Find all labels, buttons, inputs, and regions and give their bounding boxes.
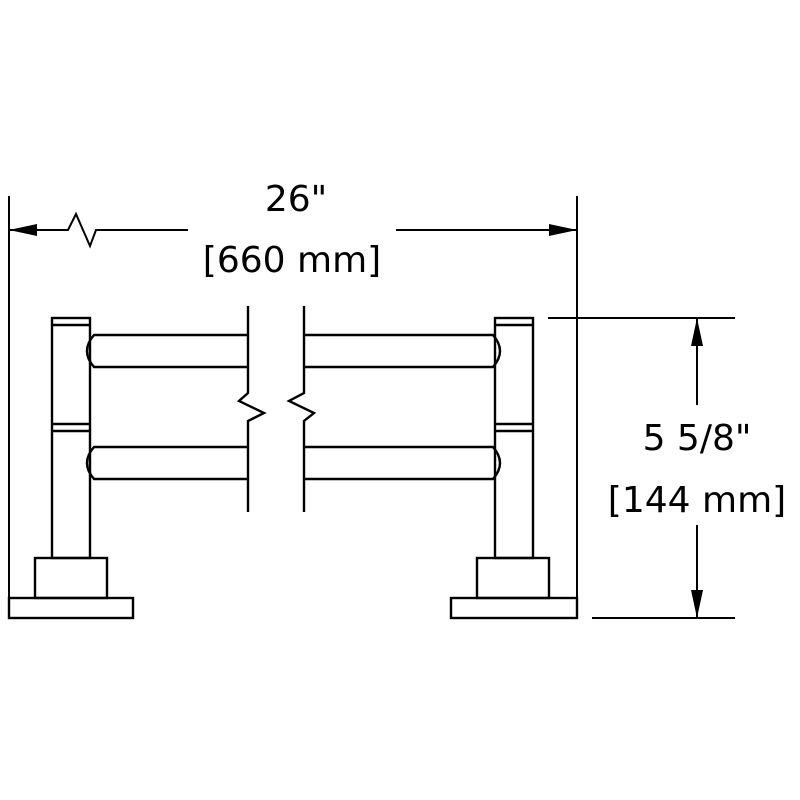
- height-dimension: 5 5/8" [144 mm]: [548, 317, 786, 619]
- break-line-left: [236, 306, 267, 512]
- upper-bar-left-segment: [85, 333, 248, 369]
- width-metric-label: [660 mm]: [203, 240, 381, 281]
- lower-bar: [85, 445, 502, 481]
- height-metric-label: [144 mm]: [608, 480, 786, 521]
- height-arrow-top: [691, 318, 703, 346]
- left-base-collar: [33, 556, 109, 600]
- width-arrow-left: [9, 224, 37, 236]
- width-dimension: 26" [660 mm]: [8, 179, 578, 600]
- left-base-plate: [7, 596, 135, 620]
- right-base-plate: [449, 596, 579, 620]
- break-line-right: [286, 306, 317, 512]
- upper-bar-right-segment: [304, 333, 502, 369]
- height-imperial-label: 5 5/8": [643, 418, 752, 459]
- height-arrow-bottom: [691, 590, 703, 618]
- lower-bar-left-segment: [85, 445, 248, 481]
- left-post: [7, 316, 135, 620]
- width-imperial-label: 26": [265, 179, 327, 220]
- left-upright: [50, 316, 92, 560]
- break-lines: [236, 306, 317, 512]
- width-arrow-right: [549, 224, 577, 236]
- upper-bar: [85, 333, 502, 369]
- right-upright: [493, 316, 535, 560]
- width-dimension-line-left: [9, 211, 188, 249]
- lower-bar-right-segment: [304, 445, 502, 481]
- right-base-collar: [475, 556, 551, 600]
- right-post: [449, 316, 579, 620]
